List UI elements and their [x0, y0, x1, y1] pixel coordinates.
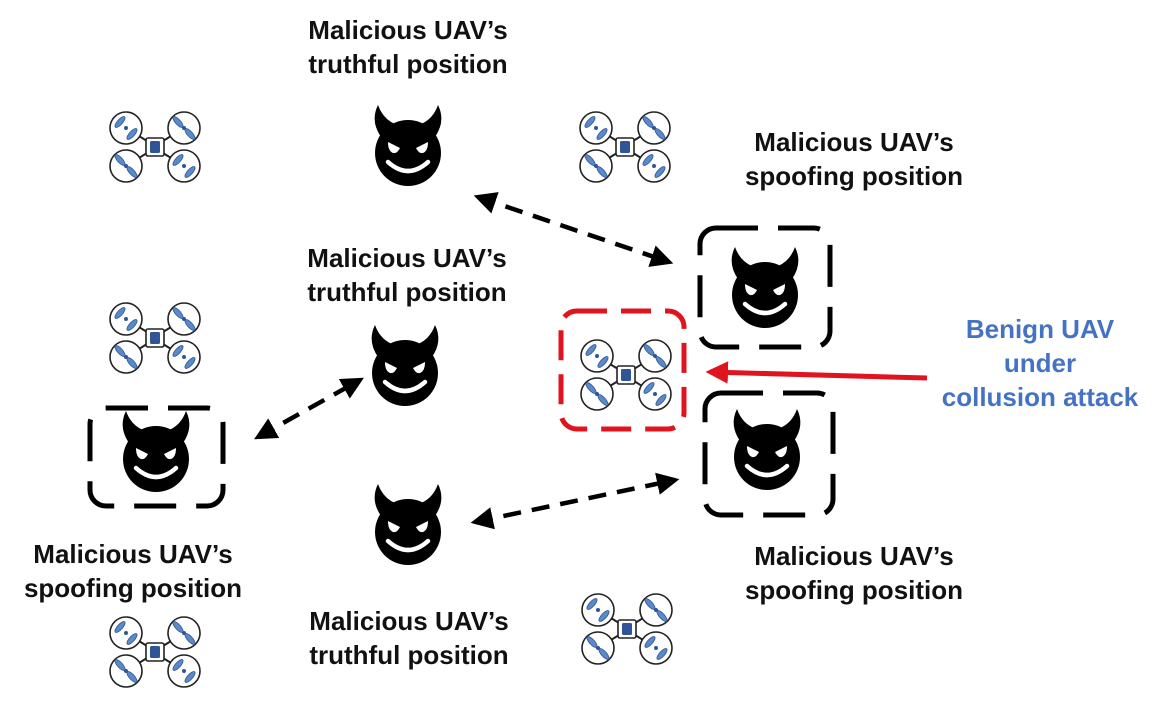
devil-face-icon	[375, 484, 442, 565]
devil-face-icon	[372, 325, 439, 406]
benign-drone-icon	[109, 616, 201, 688]
label-truthful-top: Malicious UAV’s truthful position	[308, 15, 508, 79]
label-spoof-right-bottom: Malicious UAV’s spoofing position	[744, 541, 964, 605]
devil-face-icon	[732, 247, 799, 328]
dashed-double-arrow	[470, 472, 680, 530]
label-truthful-mid: Malicious UAV’s truthful position	[307, 243, 507, 307]
label-benign-uav: Benign UAV under collusion attack	[941, 314, 1139, 412]
label-spoof-left: Malicious UAV’s spoofing position	[23, 539, 243, 603]
benign-drone-icon	[581, 593, 673, 665]
spoof-box-right-top	[697, 225, 833, 350]
label-spoof-right-top: Malicious UAV’s spoofing position	[744, 127, 964, 191]
devil-face-icon	[734, 409, 801, 490]
devil-face-icon	[123, 411, 190, 492]
benign-drone-icon	[109, 302, 201, 374]
benign-drone-icon	[579, 111, 671, 183]
label-truthful-bottom: Malicious UAV’s truthful position	[309, 606, 509, 670]
spoof-box-left	[87, 405, 226, 509]
dashed-double-arrow	[254, 377, 364, 440]
devil-face-icon	[375, 105, 442, 186]
benign-drone-icon	[109, 111, 201, 183]
attack-arrow	[705, 361, 928, 384]
victim-drone-icon	[580, 339, 672, 411]
dashed-double-arrow	[473, 192, 674, 267]
victim-highlight-box	[558, 308, 687, 432]
spoof-box-right-bottom	[702, 390, 836, 518]
